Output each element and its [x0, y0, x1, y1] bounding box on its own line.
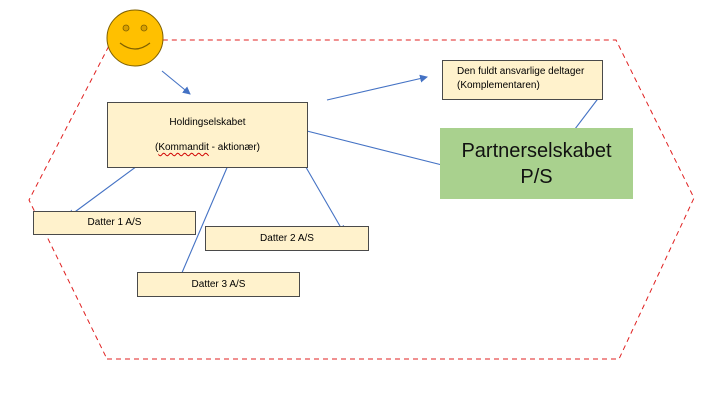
partnerselskab-box: Partnerselskabet P/S	[440, 128, 633, 199]
datter-2-label: Datter 2 A/S	[260, 232, 314, 244]
smiley-face-icon	[106, 9, 164, 67]
datter-1-box: Datter 1 A/S	[33, 211, 196, 235]
komplementar-line2: (Komplementaren)	[457, 79, 540, 91]
komplementar-line1: Den fuldt ansvarlige deltager	[457, 66, 585, 77]
komplementar-box: Den fuldt ansvarlige deltager (Komplemen…	[442, 60, 603, 100]
holding-subtitle-rest: - aktionær)	[208, 142, 261, 153]
arrow-holding-to-datter3	[177, 155, 233, 283]
holding-subtitle-underlined: Kommandit	[158, 142, 209, 153]
holding-subtitle-open: (	[154, 142, 159, 153]
datter-2-box: Datter 2 A/S	[205, 226, 369, 251]
holding-subtitle: (Kommandit - aktionær)	[155, 141, 260, 155]
arrows	[67, 70, 601, 283]
partner-line2: P/S	[520, 165, 553, 188]
company-boundary-hexagon	[28, 39, 695, 360]
arrow-holding-to-partner	[294, 127, 459, 172]
holding-title: Holdingselskabet	[169, 116, 246, 128]
datter-3-label: Datter 3 A/S	[191, 278, 246, 290]
holding-company-box: Holdingselskabet (Kommandit - aktionær)	[107, 102, 308, 168]
arrow-owner-to-holding	[161, 70, 191, 95]
datter-3-box: Datter 3 A/S	[137, 272, 300, 297]
arrow-holding-to-komplementar	[326, 74, 428, 101]
datter-1-label: Datter 1 A/S	[87, 217, 142, 229]
partner-line1: Partnerselskabet	[461, 139, 612, 162]
